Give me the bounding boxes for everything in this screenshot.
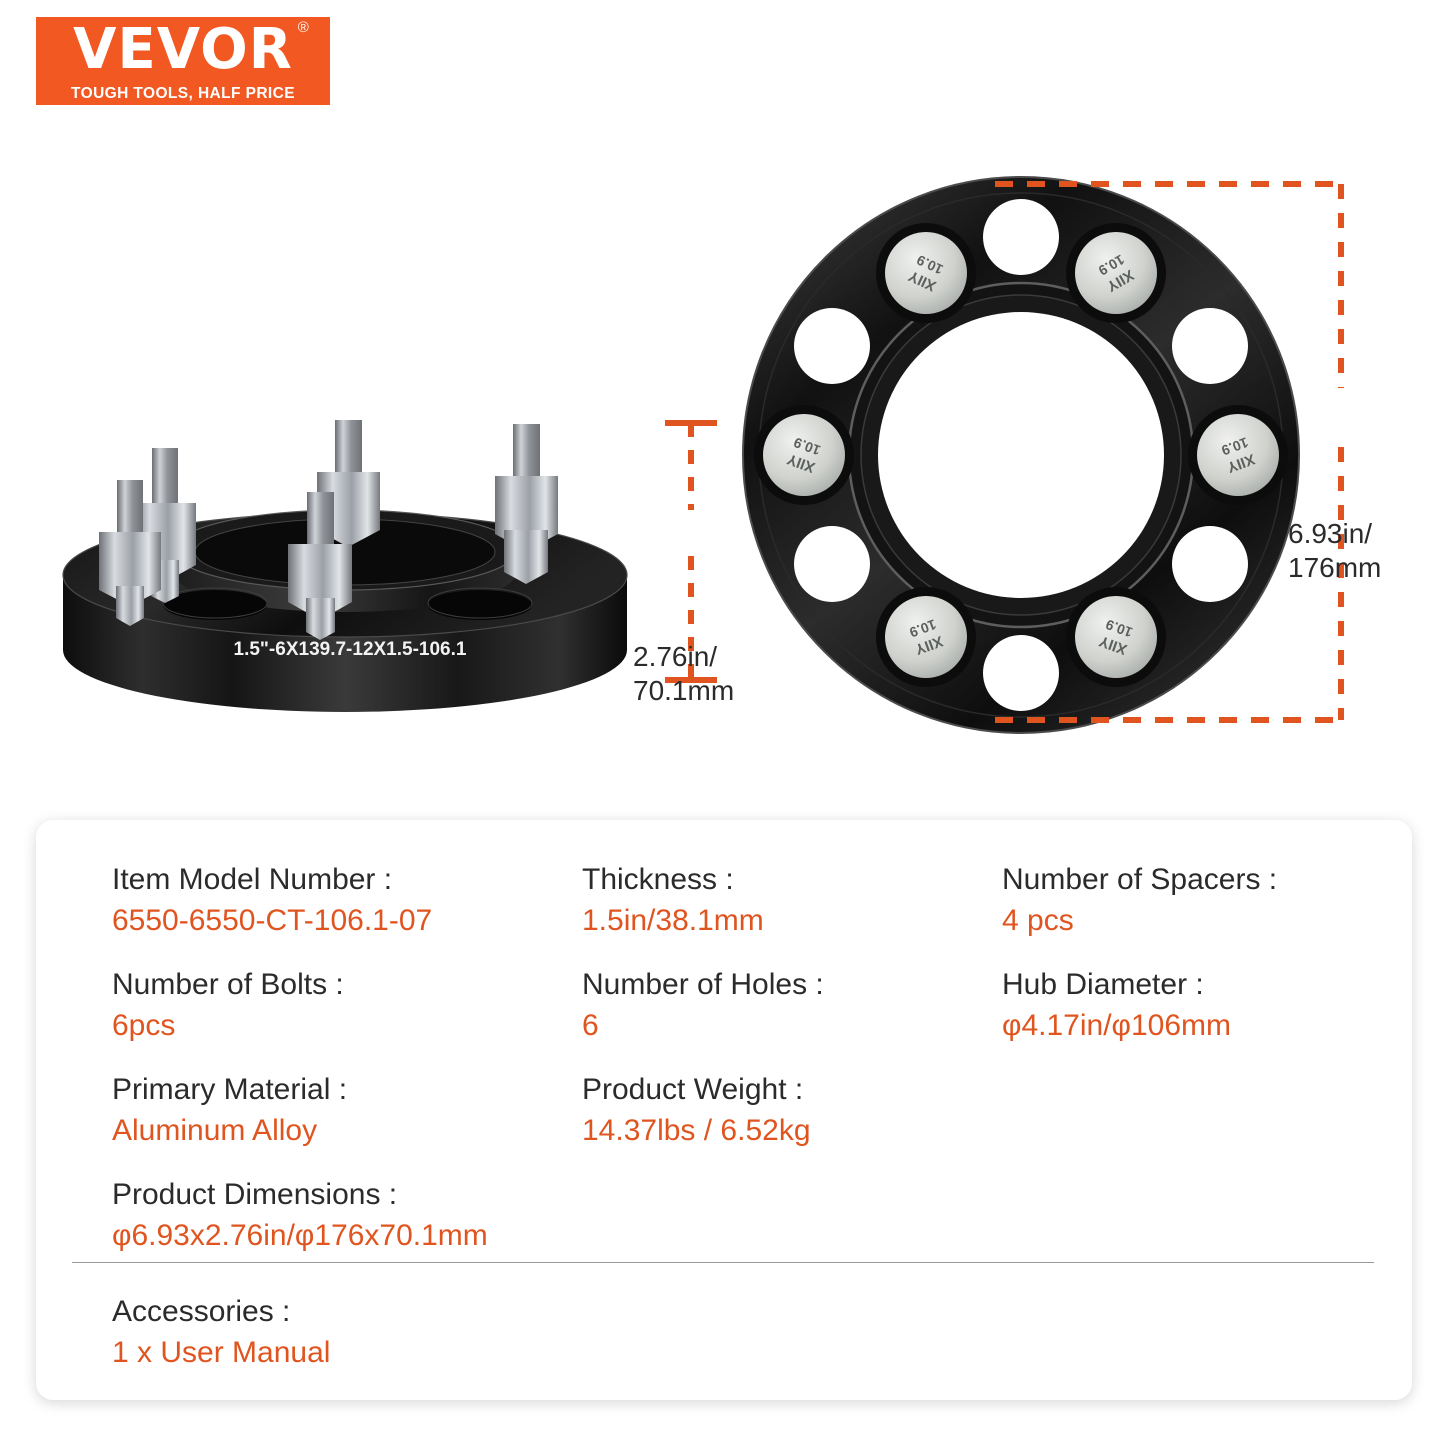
through-hole — [1172, 308, 1248, 384]
spec-item-model-number: Item Model Number : 6550-6550-CT-106.1-0… — [112, 860, 582, 941]
through-hole — [1172, 526, 1248, 602]
spec-label: Number of Bolts : — [112, 968, 344, 1001]
spacer-side-view: 1.5"-6X139.7-12X1.5-106.1 — [62, 420, 628, 712]
spec-value: Aluminum Alloy — [112, 1113, 318, 1147]
spacer-engraving: 1.5"-6X139.7-12X1.5-106.1 — [234, 639, 467, 660]
spec-label: Thickness : — [582, 863, 734, 896]
through-hole — [163, 590, 267, 620]
specification-grid: Item Model Number : 6550-6550-CT-106.1-0… — [36, 860, 1412, 1280]
spec-value: 14.37lbs / 6.52kg — [582, 1113, 811, 1147]
specification-card: Item Model Number : 6550-6550-CT-106.1-0… — [36, 820, 1412, 1400]
spec-number-of-bolts: Number of Bolts : 6pcs — [112, 965, 582, 1046]
spec-product-weight: Product Weight : 14.37lbs / 6.52kg — [582, 1070, 1002, 1151]
product-image-area: 1.5"-6X139.7-12X1.5-106.1 — [0, 120, 1445, 800]
spec-hub-diameter: Hub Diameter : φ4.17in/φ106mm — [1002, 965, 1412, 1046]
spec-label: Item Model Number : — [112, 863, 393, 896]
through-hole — [794, 308, 870, 384]
spec-value: 6pcs — [112, 1008, 176, 1042]
through-hole — [428, 590, 532, 620]
spec-value: 6550-6550-CT-106.1-07 — [112, 903, 433, 937]
spec-value: 4 pcs — [1002, 903, 1074, 937]
diameter-callout-label: 6.93in/ 176mm — [1288, 518, 1382, 584]
vevor-logo: VEVOR® TOUGH TOOLS, HALF PRICE — [36, 17, 330, 105]
spec-value: 1.5in/38.1mm — [582, 903, 764, 937]
spec-value: φ4.17in/φ106mm — [1002, 1008, 1232, 1042]
spec-thickness: Thickness : 1.5in/38.1mm — [582, 860, 1002, 941]
brand-name: VEVOR® — [73, 20, 309, 78]
through-hole — [983, 635, 1059, 711]
through-hole — [983, 199, 1059, 275]
spec-label: Primary Material : — [112, 1073, 348, 1106]
registered-trademark-icon: ® — [297, 18, 310, 36]
bolt-stud: XIIY 10.9 — [754, 405, 854, 505]
spec-number-of-spacers: Number of Spacers : 4 pcs — [1002, 860, 1412, 941]
spec-accessories: Accessories : 1 x User Manual — [112, 1292, 330, 1373]
brand-name-text: VEVOR — [73, 16, 293, 82]
spec-label: Hub Diameter : — [1002, 968, 1204, 1001]
spec-label: Product Weight : — [582, 1073, 804, 1106]
spacer-front-view: XIIY 10.9 XIIY 10.9 XIIY 10.9 XIIY 10.9 … — [742, 176, 1300, 734]
spec-product-dimensions: Product Dimensions : φ6.93x2.76in/φ176x7… — [112, 1175, 1002, 1256]
brand-tagline: TOUGH TOOLS, HALF PRICE — [71, 84, 295, 102]
spec-value: φ6.93x2.76in/φ176x70.1mm — [112, 1218, 488, 1252]
spec-value: 6 — [582, 1008, 599, 1042]
spec-label: Number of Spacers : — [1002, 863, 1278, 896]
wheel-stud — [288, 492, 352, 640]
spec-primary-material: Primary Material : Aluminum Alloy — [112, 1070, 582, 1151]
wheel-stud — [99, 480, 161, 626]
spec-label: Number of Holes : — [582, 968, 824, 1001]
spec-value: 1 x User Manual — [112, 1335, 331, 1369]
spec-label: Product Dimensions : — [112, 1178, 398, 1211]
bolt-stud: XIIY 10.9 — [1066, 587, 1166, 687]
center-bore — [878, 312, 1164, 598]
bolt-stud: XIIY 10.9 — [876, 587, 976, 687]
bolt-stud: XIIY 10.9 — [1188, 405, 1288, 505]
wheel-stud — [495, 424, 558, 584]
bolt-stud: XIIY 10.9 — [876, 223, 976, 323]
dimension-lines — [665, 181, 1344, 723]
spec-label: Accessories : — [112, 1295, 291, 1328]
spec-number-of-holes: Number of Holes : 6 — [582, 965, 1002, 1046]
through-hole — [794, 526, 870, 602]
spec-empty-cell — [1002, 1070, 1412, 1151]
spec-divider — [72, 1262, 1374, 1263]
thickness-callout-label: 2.76in/ 70.1mm — [633, 641, 735, 707]
bolt-stud: XIIY 10.9 — [1066, 223, 1166, 323]
